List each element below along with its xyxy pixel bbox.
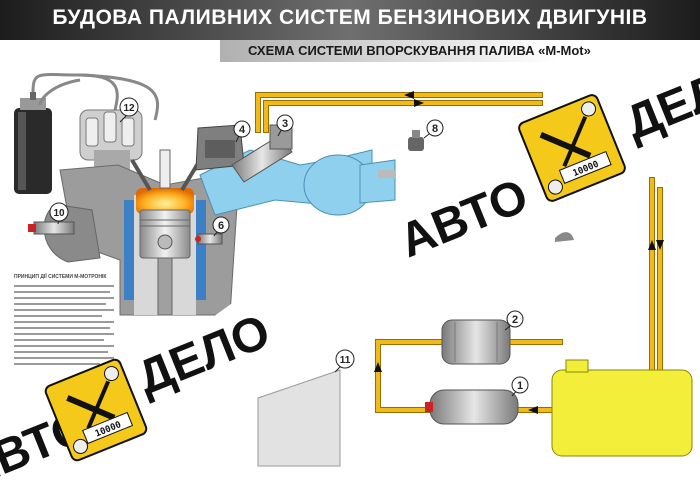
svg-text:4: 4 [239, 124, 246, 136]
callout-1: 1 [511, 376, 529, 397]
watermark-word-delo-bottom: ДЕЛО [130, 305, 277, 406]
flow-arrow [656, 240, 664, 250]
control-unit [257, 369, 341, 467]
sensor-8 [408, 130, 424, 151]
callout-8: 8 [423, 119, 444, 139]
callouts: 1 2 3 4 6 [49, 97, 529, 397]
poster-subtitle: СХЕМА СИСТЕМИ ВПОРСКУВАННЯ ПАЛИВА «М-Mot… [248, 43, 591, 58]
screwdriver-icon [86, 380, 110, 430]
callout-6: 6 [212, 216, 230, 237]
temperature-sensor [195, 233, 223, 245]
spark-plug [159, 149, 171, 189]
watermark-badge-bottom: 10000 [44, 358, 148, 462]
svg-text:11: 11 [340, 355, 351, 366]
svg-text:12: 12 [123, 103, 135, 114]
watermark-stripe [360, 40, 700, 310]
callout-10: 10 [49, 202, 69, 225]
fuel-filter [441, 319, 511, 365]
throttle-position-sensor [555, 232, 574, 242]
text-block-heading: ПРИНЦИП ДІЇ СИСТЕМИ М-МОТРОНІК [14, 273, 107, 280]
svg-text:1: 1 [517, 380, 523, 392]
screwdriver-icon [562, 115, 588, 168]
bolt-icon [581, 101, 597, 117]
callout-11: 11 [334, 349, 355, 373]
piston [139, 209, 191, 259]
coolant-jacket-right [196, 200, 206, 300]
fuel-tank [551, 359, 693, 457]
flow-arrow [414, 99, 424, 107]
engine-block [43, 149, 239, 316]
bolt-icon [73, 438, 89, 454]
watermark-badge-top: 10000 [518, 94, 626, 202]
air-flow-meter [195, 124, 245, 171]
svg-text:3: 3 [282, 118, 288, 130]
callout-4: 4 [233, 120, 251, 143]
odometer [558, 150, 612, 184]
bolt-icon [103, 366, 119, 382]
fuel-pump [425, 389, 519, 425]
connecting-rod [157, 257, 173, 316]
title-bar [0, 0, 700, 40]
ignition-coil [14, 92, 52, 194]
odometer [82, 411, 134, 445]
coolant-jacket-left [124, 200, 134, 300]
description-text-block: ПРИНЦИП ДІЇ СИСТЕМИ М-МОТРОНІК [14, 273, 114, 365]
poster-title: БУДОВА ПАЛИВНИХ СИСТЕМ БЕНЗИНОВИХ ДВИГУН… [52, 6, 648, 29]
callout-2: 2 [504, 310, 524, 331]
callout-3: 3 [276, 114, 294, 137]
bolt-icon [547, 179, 563, 195]
wrench-icon [539, 131, 592, 159]
oxygen-sensor [28, 221, 75, 235]
intake-valve [130, 158, 152, 192]
callout-12: 12 [119, 97, 139, 123]
wrench-icon [66, 395, 116, 421]
watermark-overlay: АВТО ДЕЛО ДЕЛО АВТО 10000 [0, 40, 700, 494]
text-block-lines [14, 285, 114, 365]
flow-arrow [528, 406, 538, 414]
flow-arrows [374, 91, 664, 414]
svg-text:6: 6 [218, 220, 224, 232]
flow-arrow [404, 91, 414, 99]
ignition-wires [31, 73, 159, 121]
flow-arrow [374, 362, 382, 372]
combustion-chamber [136, 188, 194, 214]
svg-text:2: 2 [512, 314, 518, 326]
flow-arrow [648, 240, 656, 250]
svg-text:8: 8 [432, 123, 438, 135]
subtitle-bar [220, 40, 700, 62]
svg-text:10: 10 [53, 208, 65, 219]
